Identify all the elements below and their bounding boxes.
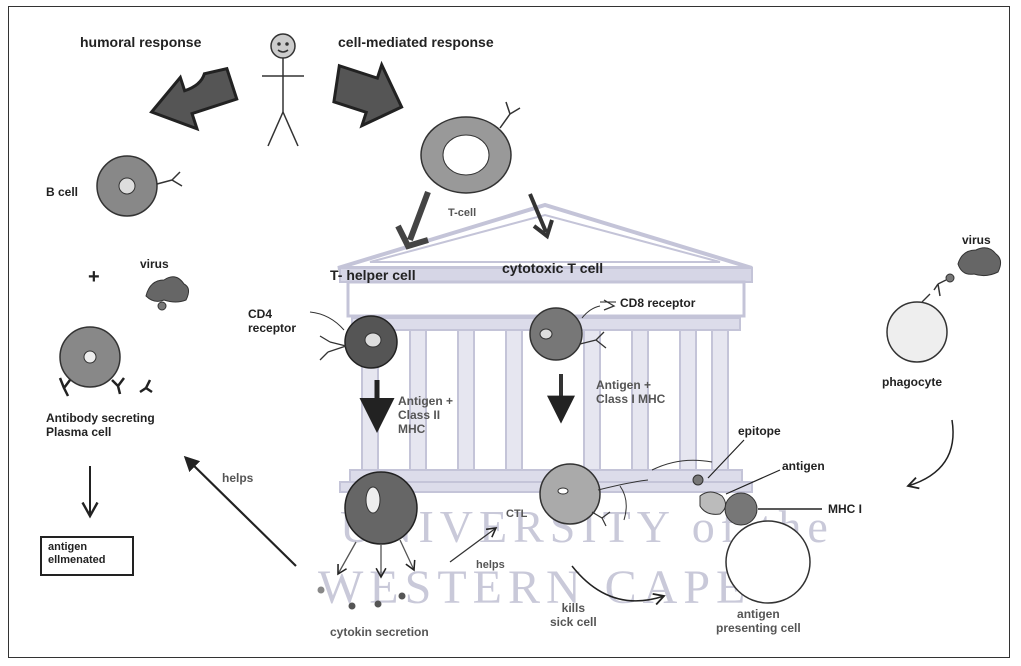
b-cell [97, 156, 182, 216]
t-helper-cell-label: T- helper cell [330, 267, 416, 283]
cytokine-dots [318, 587, 406, 610]
cytotoxic-t-cell [530, 300, 614, 360]
antigen-eliminated-box: antigen ellmenated [40, 536, 134, 576]
humoral-block-arrow [144, 63, 242, 141]
antigen-class1-label: Antigen + Class I MHC [596, 379, 665, 407]
t-cell [421, 102, 520, 193]
t-helper-cell [310, 312, 397, 368]
antigen-presenting-cell-label: antigen presenting cell [716, 608, 801, 636]
cytotoxic-t-cell-label: cytotoxic T cell [502, 260, 603, 276]
phagocyte-label: phagocyte [882, 376, 942, 390]
helps-mid-arrow [450, 528, 496, 562]
kills-sick-cell-label: kills sick cell [550, 602, 597, 630]
virus-left-icon [146, 277, 189, 310]
b-cell-label: B cell [46, 186, 78, 200]
t-to-helper-arrow [410, 192, 428, 240]
cytokin-secretion-label: cytokin secretion [330, 626, 429, 640]
ctl-cell [540, 464, 648, 526]
epitope-label: epitope [738, 425, 781, 439]
virus-right-icon [934, 248, 1001, 296]
cd4-receptor-label: CD4 receptor [248, 308, 296, 336]
antigen-class2-label: Antigen + Class II MHC [398, 395, 453, 436]
humoral-response-label: humoral response [80, 34, 201, 50]
plasma-cell [60, 327, 152, 396]
antigen-presenting-cell [652, 460, 810, 603]
person-icon [262, 34, 304, 146]
t-to-cytotoxic-arrow [530, 194, 546, 232]
phagocyte-cell [887, 294, 947, 362]
virus-left-label: virus [140, 258, 169, 272]
t-cell-label: T-cell [448, 207, 476, 220]
ctl-label: CTL [506, 508, 527, 521]
mhc1-label: MHC I [828, 503, 862, 517]
virus-right-label: virus [962, 234, 991, 248]
cd8-receptor-label: CD8 receptor [620, 297, 695, 311]
phagocyte-to-apc-arrow [908, 420, 953, 486]
kills-arrow [572, 566, 664, 601]
plasma-cell-label: Antibody secreting Plasma cell [46, 412, 155, 440]
activated-helper-cell [338, 472, 417, 577]
cell-mediated-block-arrow [324, 52, 412, 135]
helps-left-label: helps [222, 472, 253, 486]
helps-mid-label: helps [476, 559, 505, 572]
plus-sign: + [88, 266, 100, 289]
antigen-pointer [726, 470, 780, 494]
antigen-label: antigen [782, 460, 825, 474]
cell-mediated-response-label: cell-mediated response [338, 34, 494, 50]
antigen-eliminated-label: antigen ellmenated [48, 541, 126, 566]
epitope-pointer [708, 440, 744, 478]
